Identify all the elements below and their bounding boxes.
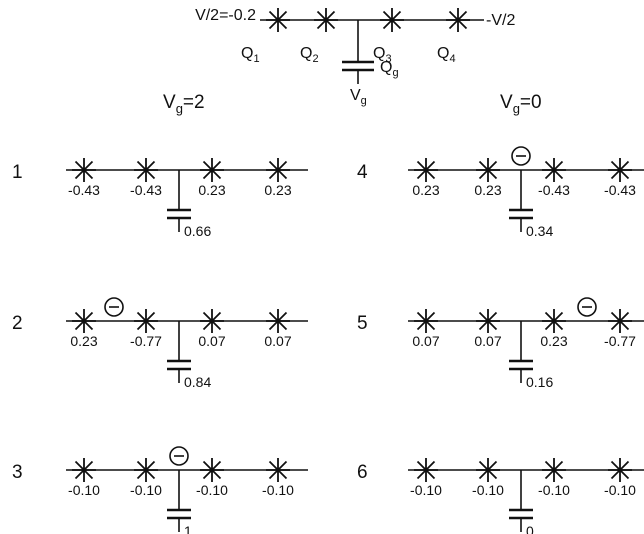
q4-label: Q4: [437, 45, 456, 65]
junction-charge-label: -0.10: [262, 482, 294, 498]
panel-number: 6: [357, 462, 368, 483]
excess-electron-icon: [169, 446, 189, 466]
junction-2-icon: [476, 458, 500, 482]
junction-3-icon: [542, 458, 566, 482]
junction-charge-label: -0.43: [130, 182, 162, 198]
junction-charge-label: -0.43: [538, 182, 570, 198]
junction-3-icon: [200, 309, 224, 333]
gate-charge-label: 0.34: [526, 223, 553, 239]
junction-charge-label: -0.10: [196, 482, 228, 498]
panel-6: 6 -0.10 -0.10 -0.10 -0.10 0: [357, 458, 644, 534]
panel-number: 1: [12, 162, 23, 183]
panel-4: 4 0.23 0.23 -0.43 -0.43 0.34: [357, 146, 644, 239]
column-heading-vg-0: Vg=0: [500, 92, 542, 116]
panel-number: 5: [357, 313, 368, 334]
junction-charge-label: -0.10: [538, 482, 570, 498]
junction-3-icon: [542, 309, 566, 333]
junction-2-icon: [134, 158, 158, 182]
excess-electron-icon: [104, 297, 124, 317]
junction-1-icon: [72, 309, 96, 333]
junction-charge-label: -0.43: [604, 182, 636, 198]
junction-q1-icon: [266, 8, 290, 32]
q3-label: Q3: [373, 45, 392, 65]
junction-charge-label: -0.77: [130, 333, 162, 349]
top-schematic: V/2=-0.2 -V/2 Q1 Q2 Q3 Q4 Qg Vg: [195, 7, 515, 107]
right-bias-label: -V/2: [486, 12, 515, 29]
q2-label: Q2: [300, 45, 319, 65]
junction-2-icon: [134, 309, 158, 333]
junction-charge-label: 0.07: [412, 333, 439, 349]
junction-charge-label: 0.07: [198, 333, 225, 349]
junction-q3-icon: [380, 8, 404, 32]
junction-4-icon: [266, 158, 290, 182]
junction-charge-label: -0.10: [130, 482, 162, 498]
excess-electron-icon: [577, 297, 597, 317]
gate-charge-label: 0.16: [526, 374, 553, 390]
junction-3-icon: [200, 158, 224, 182]
junction-charge-label: -0.10: [68, 482, 100, 498]
gate-charge-label: 1: [184, 523, 192, 534]
junction-charge-label: 0.23: [198, 182, 225, 198]
junction-3-icon: [200, 458, 224, 482]
gate-charge-label: 0.66: [184, 223, 211, 239]
junction-2-icon: [476, 158, 500, 182]
junction-4-icon: [608, 158, 632, 182]
junction-q4-icon: [446, 8, 470, 32]
excess-electron-icon: [511, 146, 531, 166]
panel-2: 2 0.23 -0.77 0.07 0.07 0.84: [12, 297, 308, 390]
junction-charge-label: -0.77: [604, 333, 636, 349]
junction-charge-label: -0.10: [410, 482, 442, 498]
junction-1-icon: [72, 458, 96, 482]
junction-2-icon: [476, 309, 500, 333]
junction-4-icon: [608, 458, 632, 482]
junction-1-icon: [72, 158, 96, 182]
junction-charge-label: 0.07: [474, 333, 501, 349]
junction-4-icon: [266, 458, 290, 482]
junction-1-icon: [414, 309, 438, 333]
junction-charge-label: 0.23: [70, 333, 97, 349]
left-bias-label: V/2=-0.2: [195, 7, 256, 24]
junction-charge-label: -0.10: [604, 482, 636, 498]
junction-charge-label: -0.10: [472, 482, 504, 498]
junction-1-icon: [414, 158, 438, 182]
junction-charge-label: 0.23: [474, 182, 501, 198]
junction-4-icon: [266, 309, 290, 333]
junction-charge-label: 0.23: [264, 182, 291, 198]
junction-3-icon: [542, 158, 566, 182]
vg-label: Vg: [350, 87, 367, 107]
q1-label: Q1: [241, 45, 260, 65]
junction-charge-label: 0.23: [540, 333, 567, 349]
junction-q2-icon: [314, 8, 338, 32]
junction-charge-label: -0.43: [68, 182, 100, 198]
junction-charge-label: 0.23: [412, 182, 439, 198]
panels: 1 -0.43 -0.43 0.23 0.23 0.66 2 0.23 -0.77 0.07 0.0…: [12, 146, 644, 534]
junction-2-icon: [134, 458, 158, 482]
gate-charge-label: 0.84: [184, 374, 211, 390]
junction-4-icon: [608, 309, 632, 333]
panel-number: 3: [12, 462, 23, 483]
panel-number: 2: [12, 313, 23, 334]
junction-1-icon: [414, 458, 438, 482]
junction-charge-label: 0.07: [264, 333, 291, 349]
qg-label: Qg: [380, 59, 399, 79]
gate-charge-label: 0: [526, 523, 534, 534]
column-heading-vg-2: Vg=2: [163, 92, 205, 116]
panel-3: 3 -0.10 -0.10 -0.10 -0.10 1: [12, 446, 308, 534]
panel-5: 5 0.07 0.07 0.23 -0.77 0.16: [357, 297, 644, 390]
panel-1: 1 -0.43 -0.43 0.23 0.23 0.66: [12, 158, 308, 239]
panel-number: 4: [357, 162, 368, 183]
